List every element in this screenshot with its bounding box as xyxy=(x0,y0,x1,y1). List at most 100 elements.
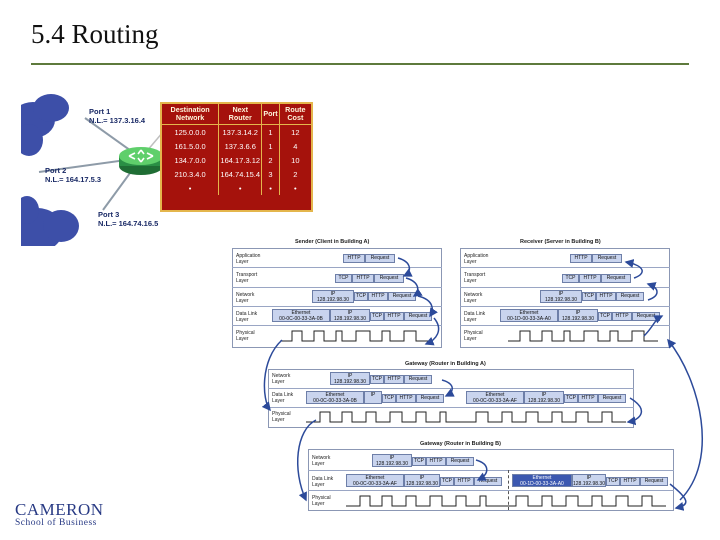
layer-label: Data Link Layer xyxy=(464,311,486,323)
routing-table-header: Route Cost xyxy=(279,104,311,125)
port-1-label: Port 1 N.L.= 137.3.16.4 xyxy=(89,107,146,125)
request-box: Request xyxy=(598,394,626,403)
layer-label: Transport Layer xyxy=(236,272,258,284)
layer-divider xyxy=(460,325,670,326)
http-box: HTTP xyxy=(343,254,365,263)
request-box: Request xyxy=(640,477,668,486)
tcp-box: TCP xyxy=(382,394,396,403)
http-box: HTTP xyxy=(426,457,446,466)
layer-label: Physical Layer xyxy=(464,330,483,342)
routing-table-header: Next Router xyxy=(218,104,263,125)
router-icon xyxy=(119,147,163,175)
layer-label: Physical Layer xyxy=(236,330,255,342)
tcp-box: TCP xyxy=(440,477,454,486)
physical-signal-wave xyxy=(346,495,666,507)
layer-divider xyxy=(232,306,442,307)
request-box: Request xyxy=(404,375,432,384)
title-rule xyxy=(31,63,689,65)
http-box: HTTP xyxy=(578,394,598,403)
request-box: Request xyxy=(446,457,474,466)
table-row: 134.7.0.0 164.17.3.12 2 10 xyxy=(162,153,311,167)
request-box: Request xyxy=(374,274,404,283)
request-box: Request xyxy=(601,274,631,283)
layer-label: Network Layer xyxy=(312,455,331,467)
request-box: Request xyxy=(616,292,644,301)
layer-label: Data Link Layer xyxy=(272,392,294,404)
tcp-box: TCP xyxy=(370,375,384,384)
http-box: HTTP xyxy=(570,254,592,263)
slide-title: 5.4 Routing xyxy=(31,19,159,49)
layer-divider xyxy=(308,490,674,491)
http-box: HTTP xyxy=(384,312,404,321)
physical-signal-wave xyxy=(280,330,430,342)
http-box: HTTP xyxy=(384,375,404,384)
cameron-logo: CAMERON School of Business xyxy=(15,500,104,528)
table-row: 125.0.0.0 137.3.14.2 1 12 xyxy=(162,124,311,139)
table-row: 210.3.4.0 164.74.15.4 3 2 xyxy=(162,167,311,181)
http-box: HTTP xyxy=(352,274,374,283)
http-box: HTTP xyxy=(612,312,632,321)
request-box: Request xyxy=(365,254,395,263)
http-box: HTTP xyxy=(396,394,416,403)
ip-box: IP xyxy=(364,391,382,404)
layer-divider xyxy=(232,325,442,326)
network-cloud-top xyxy=(21,94,69,156)
layer-label: Data Link Layer xyxy=(236,311,258,323)
logo-subtitle: School of Business xyxy=(15,518,97,528)
table-row-ellipsis: • • • • xyxy=(162,181,311,195)
gateway-b-title: Gateway (Router in Building B) xyxy=(420,441,501,447)
tcp-box: TCP xyxy=(564,394,578,403)
port-3-label: Port 3 N.L.= 164.74.16.5 xyxy=(98,210,159,228)
tcp-box: TCP xyxy=(582,292,596,301)
gateway-a-title: Gateway (Router in Building A) xyxy=(405,361,486,367)
sender-title: Sender (Client in Building A) xyxy=(295,239,370,245)
http-box: HTTP xyxy=(596,292,616,301)
physical-signal-wave xyxy=(306,411,626,423)
physical-signal-wave xyxy=(508,330,658,342)
layer-divider xyxy=(268,388,634,389)
layer-label: Physical Layer xyxy=(312,495,331,507)
request-box: Request xyxy=(416,394,444,403)
logo-name: CAMERON xyxy=(15,500,104,519)
tcp-box: TCP xyxy=(335,274,352,283)
gateway-b-split xyxy=(508,470,509,510)
http-box: HTTP xyxy=(368,292,388,301)
request-box: Request xyxy=(404,312,432,321)
layer-divider xyxy=(232,267,442,268)
receiver-frame xyxy=(460,248,670,348)
request-box: Request xyxy=(388,292,416,301)
request-box: Request xyxy=(474,477,502,486)
layer-divider xyxy=(232,287,442,288)
port-2-label: Port 2 N.L.= 164.17.5.3 xyxy=(45,166,102,184)
tcp-box: TCP xyxy=(606,477,620,486)
receiver-title: Receiver (Server in Building B) xyxy=(520,239,601,245)
routing-table-header: Destination Network xyxy=(162,104,220,125)
layer-label: Transport Layer xyxy=(464,272,486,284)
layer-divider xyxy=(460,287,670,288)
layer-label: Network Layer xyxy=(272,373,291,385)
layer-label: Network Layer xyxy=(236,292,255,304)
table-row: 161.5.0.0 137.3.6.6 1 4 xyxy=(162,139,311,153)
layer-divider xyxy=(460,306,670,307)
http-box: HTTP xyxy=(579,274,601,283)
layer-divider xyxy=(308,470,674,471)
layer-divider xyxy=(268,407,634,408)
http-box: HTTP xyxy=(454,477,474,486)
tcp-box: TCP xyxy=(370,312,384,321)
layer-label: Network Layer xyxy=(464,292,483,304)
layer-label: Data Link Layer xyxy=(312,476,334,488)
network-cloud-bottom xyxy=(21,196,79,246)
tcp-box: TCP xyxy=(598,312,612,321)
